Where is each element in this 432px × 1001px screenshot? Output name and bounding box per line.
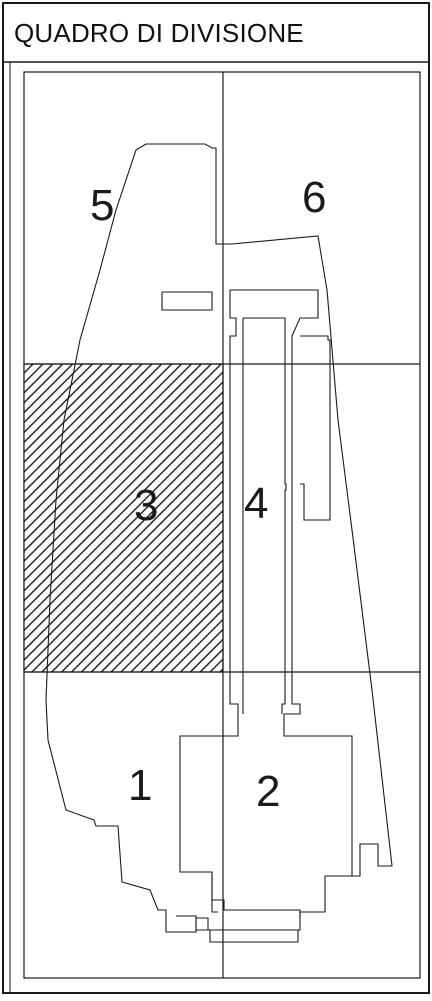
right-wing-outline — [300, 335, 331, 521]
lower-block-outline — [180, 871, 301, 918]
zone-4-label: 4 — [244, 479, 268, 528]
zone-3-label: 3 — [134, 481, 158, 530]
central-corridor-outline — [230, 289, 353, 877]
diagram-title: QUADRO DI DIVISIONE — [14, 18, 304, 48]
zone-2-label: 2 — [256, 767, 280, 816]
annex-left-outline — [161, 291, 213, 311]
corridor-core — [243, 317, 287, 714]
zone-3-hatched-cell — [23, 363, 224, 673]
zone-6-label: 6 — [302, 173, 326, 222]
lower-stair-outline — [176, 915, 299, 943]
zone-5-label: 5 — [90, 181, 114, 230]
zone-1-label: 1 — [128, 761, 152, 810]
building-outline — [45, 143, 393, 933]
